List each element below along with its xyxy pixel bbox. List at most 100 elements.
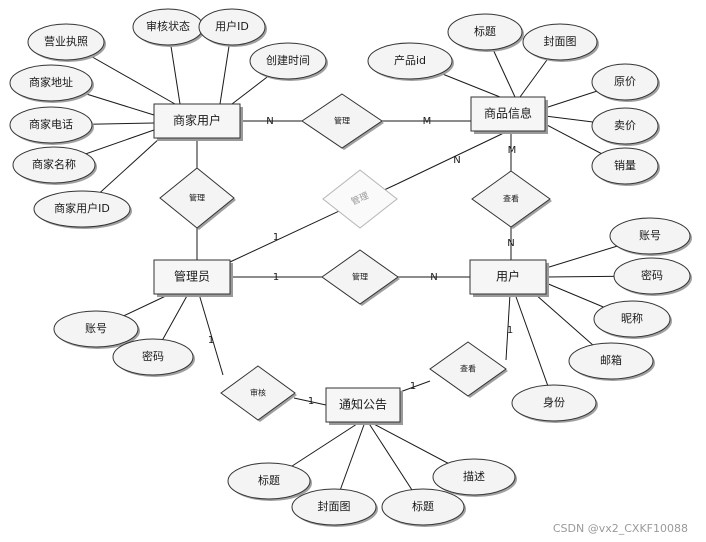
attribute-ellipse <box>9 106 93 144</box>
relationship-diamond <box>321 249 399 305</box>
attribute-ellipse <box>609 217 691 255</box>
attribute-ellipse <box>33 190 131 228</box>
relationship-r-admin-user: 管理 <box>321 249 400 306</box>
cardinality-c-admin-1: 1 <box>273 232 279 243</box>
cardinality-c-user-N-top: N <box>507 238 514 249</box>
attribute-label: 账号 <box>85 322 107 335</box>
attribute-label: 产品id <box>394 53 426 67</box>
relationship-label: 查看 <box>503 194 519 204</box>
attribute-m-phone: 商家电话 <box>9 106 94 145</box>
attribute-label: 销量 <box>614 158 636 172</box>
entity-user: 用户 <box>469 259 549 297</box>
connector-lines <box>50 26 653 508</box>
attribute-ellipse <box>447 13 523 51</box>
attribute-label: 标题 <box>258 473 280 487</box>
attribute-label: 原价 <box>614 75 636 88</box>
attribute-label: 身份 <box>543 395 565 409</box>
attribute-label: 封面图 <box>544 34 577 48</box>
relationship-r-user-notice: 查看 <box>429 341 508 398</box>
relationship-label: 管理 <box>352 272 368 282</box>
cardinality-c-admin-notice-1: 1 <box>208 335 214 346</box>
attribute-m-created: 创建时间 <box>249 42 328 81</box>
attribute-ellipse <box>591 107 659 145</box>
attribute-label: 标题 <box>474 24 496 38</box>
attribute-ellipse <box>381 488 465 526</box>
attribute-m-license: 营业执照 <box>27 23 106 62</box>
attribute-label: 描述 <box>463 469 485 483</box>
attribute-label: 商家地址 <box>29 75 73 89</box>
attribute-ellipse <box>367 42 453 80</box>
attribute-ellipse <box>112 338 194 376</box>
attribute-label: 密码 <box>142 349 164 363</box>
entity-layer: 商家用户商品信息管理员用户通知公告 <box>153 96 549 425</box>
attribute-m-addr: 商家地址 <box>9 64 94 103</box>
attribute-ellipse <box>591 147 659 185</box>
relationship-r-admin-merchant: 管理 <box>159 167 236 230</box>
entity-notice: 通知公告 <box>325 387 403 425</box>
attribute-label: 卖价 <box>614 119 636 132</box>
cardinality-c-admin-1b: 1 <box>273 272 279 283</box>
attribute-p-price: 卖价 <box>591 107 660 146</box>
attribute-ellipse <box>9 64 93 102</box>
connector-line <box>198 293 224 376</box>
attribute-a-pwd: 密码 <box>112 338 195 377</box>
cardinality-c-product-M: M <box>423 116 432 127</box>
relationship-diamond <box>322 169 398 229</box>
attribute-ellipse <box>593 300 671 338</box>
attribute-label: 昵称 <box>621 311 643 325</box>
attribute-label: 创建时间 <box>266 53 310 67</box>
attribute-ellipse <box>522 23 598 61</box>
attribute-label: 商家名称 <box>32 157 76 171</box>
attribute-label: 营业执照 <box>44 34 88 48</box>
attribute-p-id: 产品id <box>367 42 454 81</box>
relationship-diamond <box>471 170 551 228</box>
entity-admin: 管理员 <box>153 259 233 297</box>
relationship-diamond <box>301 93 383 149</box>
attribute-ellipse <box>27 23 105 61</box>
relationship-label: 查看 <box>460 364 476 374</box>
relationship-layer: 管理管理管理查看管理审核查看 <box>159 93 552 422</box>
attribute-label: 封面图 <box>318 499 351 513</box>
relationship-r-admin-notice: 审核 <box>220 365 297 422</box>
attribute-m-name: 商家名称 <box>12 146 97 185</box>
connector-line <box>505 293 511 361</box>
entity-box <box>470 96 546 132</box>
cardinality-c-notice-1: 1 <box>308 396 314 407</box>
relationship-diamond <box>429 341 507 397</box>
cardinality-c-notice-1b: 1 <box>410 381 416 392</box>
relationship-r-merchant-product: 管理 <box>301 93 384 150</box>
entity-box <box>153 103 241 139</box>
attribute-p-cover: 封面图 <box>522 23 599 62</box>
attribute-ellipse <box>53 310 139 348</box>
attribute-label: 邮箱 <box>600 353 622 367</box>
attribute-label: 商家电话 <box>29 117 73 131</box>
watermark: CSDN @vx2_CXKF10088 <box>553 522 688 535</box>
attribute-ellipse <box>613 257 691 295</box>
attribute-p-title: 标题 <box>447 13 524 52</box>
attribute-u-nick: 昵称 <box>593 300 672 339</box>
attribute-n-title2: 标题 <box>381 488 466 527</box>
entity-label: 管理员 <box>174 269 210 284</box>
attribute-m-status: 审核状态 <box>132 8 205 47</box>
attribute-ellipse <box>227 462 311 500</box>
entity-box <box>153 259 231 295</box>
attribute-ellipse <box>511 384 597 422</box>
attribute-label: 商家用户ID <box>54 201 110 215</box>
attribute-label: 标题 <box>412 499 434 513</box>
cardinality-c-user-1: 1 <box>507 325 513 336</box>
attribute-p-sales: 销量 <box>591 147 660 186</box>
attribute-n-title1: 标题 <box>227 462 312 501</box>
attribute-m-userid: 用户ID <box>198 8 267 47</box>
cardinality-c-product-M2: M <box>508 145 517 156</box>
entity-box <box>469 259 547 295</box>
entity-product: 商品信息 <box>470 96 548 134</box>
attribute-n-cover: 封面图 <box>291 488 378 527</box>
entity-label: 用户 <box>496 269 520 284</box>
attribute-ellipse <box>12 146 96 184</box>
attribute-u-mail: 邮箱 <box>568 342 655 381</box>
attribute-n-desc: 描述 <box>432 458 517 497</box>
attribute-label: 密码 <box>641 268 663 282</box>
attribute-p-orig: 原价 <box>591 63 660 102</box>
